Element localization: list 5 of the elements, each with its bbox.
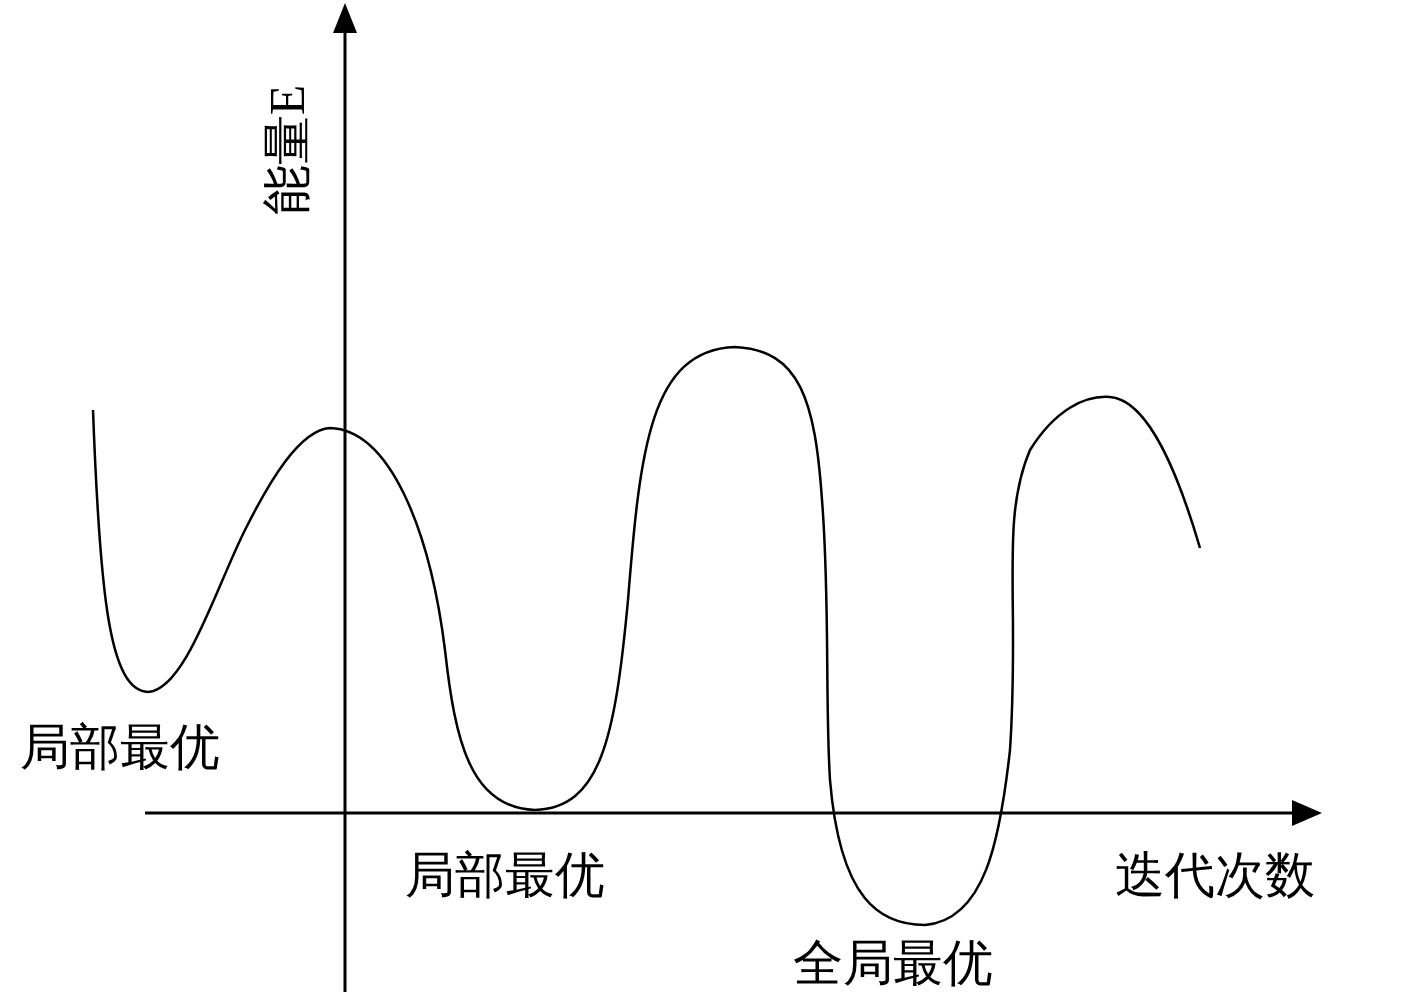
axis-label: 能量E xyxy=(261,84,312,216)
annotation-label: 全局最优 xyxy=(793,938,993,988)
annotation-label: 局部最优 xyxy=(405,850,605,900)
annotation-label: 局部最优 xyxy=(20,722,220,772)
axis-label: 迭代次数 xyxy=(1115,850,1315,900)
